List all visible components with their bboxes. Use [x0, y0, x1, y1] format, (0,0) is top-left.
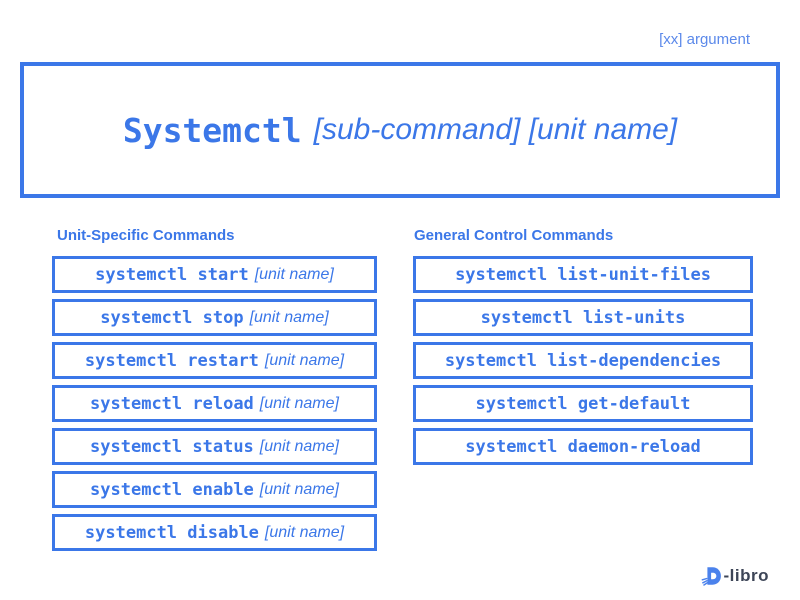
command-arg: [unit name]: [259, 480, 339, 498]
general-control-commands-list: systemctl list-unit-files systemctl list…: [413, 256, 753, 465]
command-text: systemctl enable: [90, 479, 254, 500]
command-box-enable: systemctl enable [unit name]: [52, 471, 377, 508]
command-arg: [unit name]: [254, 265, 334, 283]
command-box-list-units: systemctl list-units: [413, 299, 753, 336]
dlibro-logo-text: -libro: [723, 566, 769, 585]
command-arg: [unit name]: [264, 351, 345, 369]
command-box-reload: systemctl reload [unit name]: [52, 385, 377, 422]
command-text: systemctl stop: [100, 307, 244, 328]
command-arg: [unit name]: [264, 523, 345, 541]
command-text: systemctl get-default: [475, 393, 691, 414]
command-text: systemctl status: [90, 436, 254, 457]
command-text: systemctl list-unit-files: [455, 264, 711, 285]
command-text: systemctl disable: [84, 522, 259, 543]
dlibro-logo: -libro: [701, 565, 770, 587]
command-box-disable: systemctl disable [unit name]: [52, 514, 377, 551]
command-text: systemctl start: [95, 264, 249, 285]
command-box-status: systemctl status [unit name]: [52, 428, 377, 465]
command-box-get-default: systemctl get-default: [413, 385, 753, 422]
command-box-start: systemctl start [unit name]: [52, 256, 377, 293]
command-text: systemctl restart: [84, 350, 259, 371]
command-box-daemon-reload: systemctl daemon-reload: [413, 428, 753, 465]
command-box-stop: systemctl stop [unit name]: [52, 299, 377, 336]
command-text: systemctl list-units: [480, 307, 686, 328]
command-arg: [unit name]: [259, 394, 339, 412]
heading-general-control-commands: General Control Commands: [414, 227, 614, 244]
command-box-list-unit-files: systemctl list-unit-files: [413, 256, 753, 293]
command-text: systemctl daemon-reload: [465, 436, 701, 457]
command-arg: [unit name]: [259, 437, 339, 455]
command-box-list-dependencies: systemctl list-dependencies: [413, 342, 753, 379]
main-syntax-box: Systemctl [sub-command] [unit name]: [20, 62, 780, 198]
command-text: systemctl list-dependencies: [444, 350, 722, 371]
argument-legend: [xx] argument: [659, 31, 750, 48]
command-text: systemctl reload: [90, 393, 254, 414]
dlibro-book-icon: [701, 565, 723, 587]
unit-specific-commands-list: systemctl start [unit name] systemctl st…: [52, 256, 377, 551]
command-box-restart: systemctl restart [unit name]: [52, 342, 377, 379]
heading-unit-specific-commands: Unit-Specific Commands: [57, 227, 235, 244]
main-arguments-text: [sub-command] [unit name]: [313, 113, 678, 146]
command-arg: [unit name]: [249, 308, 329, 326]
main-command-text: Systemctl: [122, 110, 302, 150]
